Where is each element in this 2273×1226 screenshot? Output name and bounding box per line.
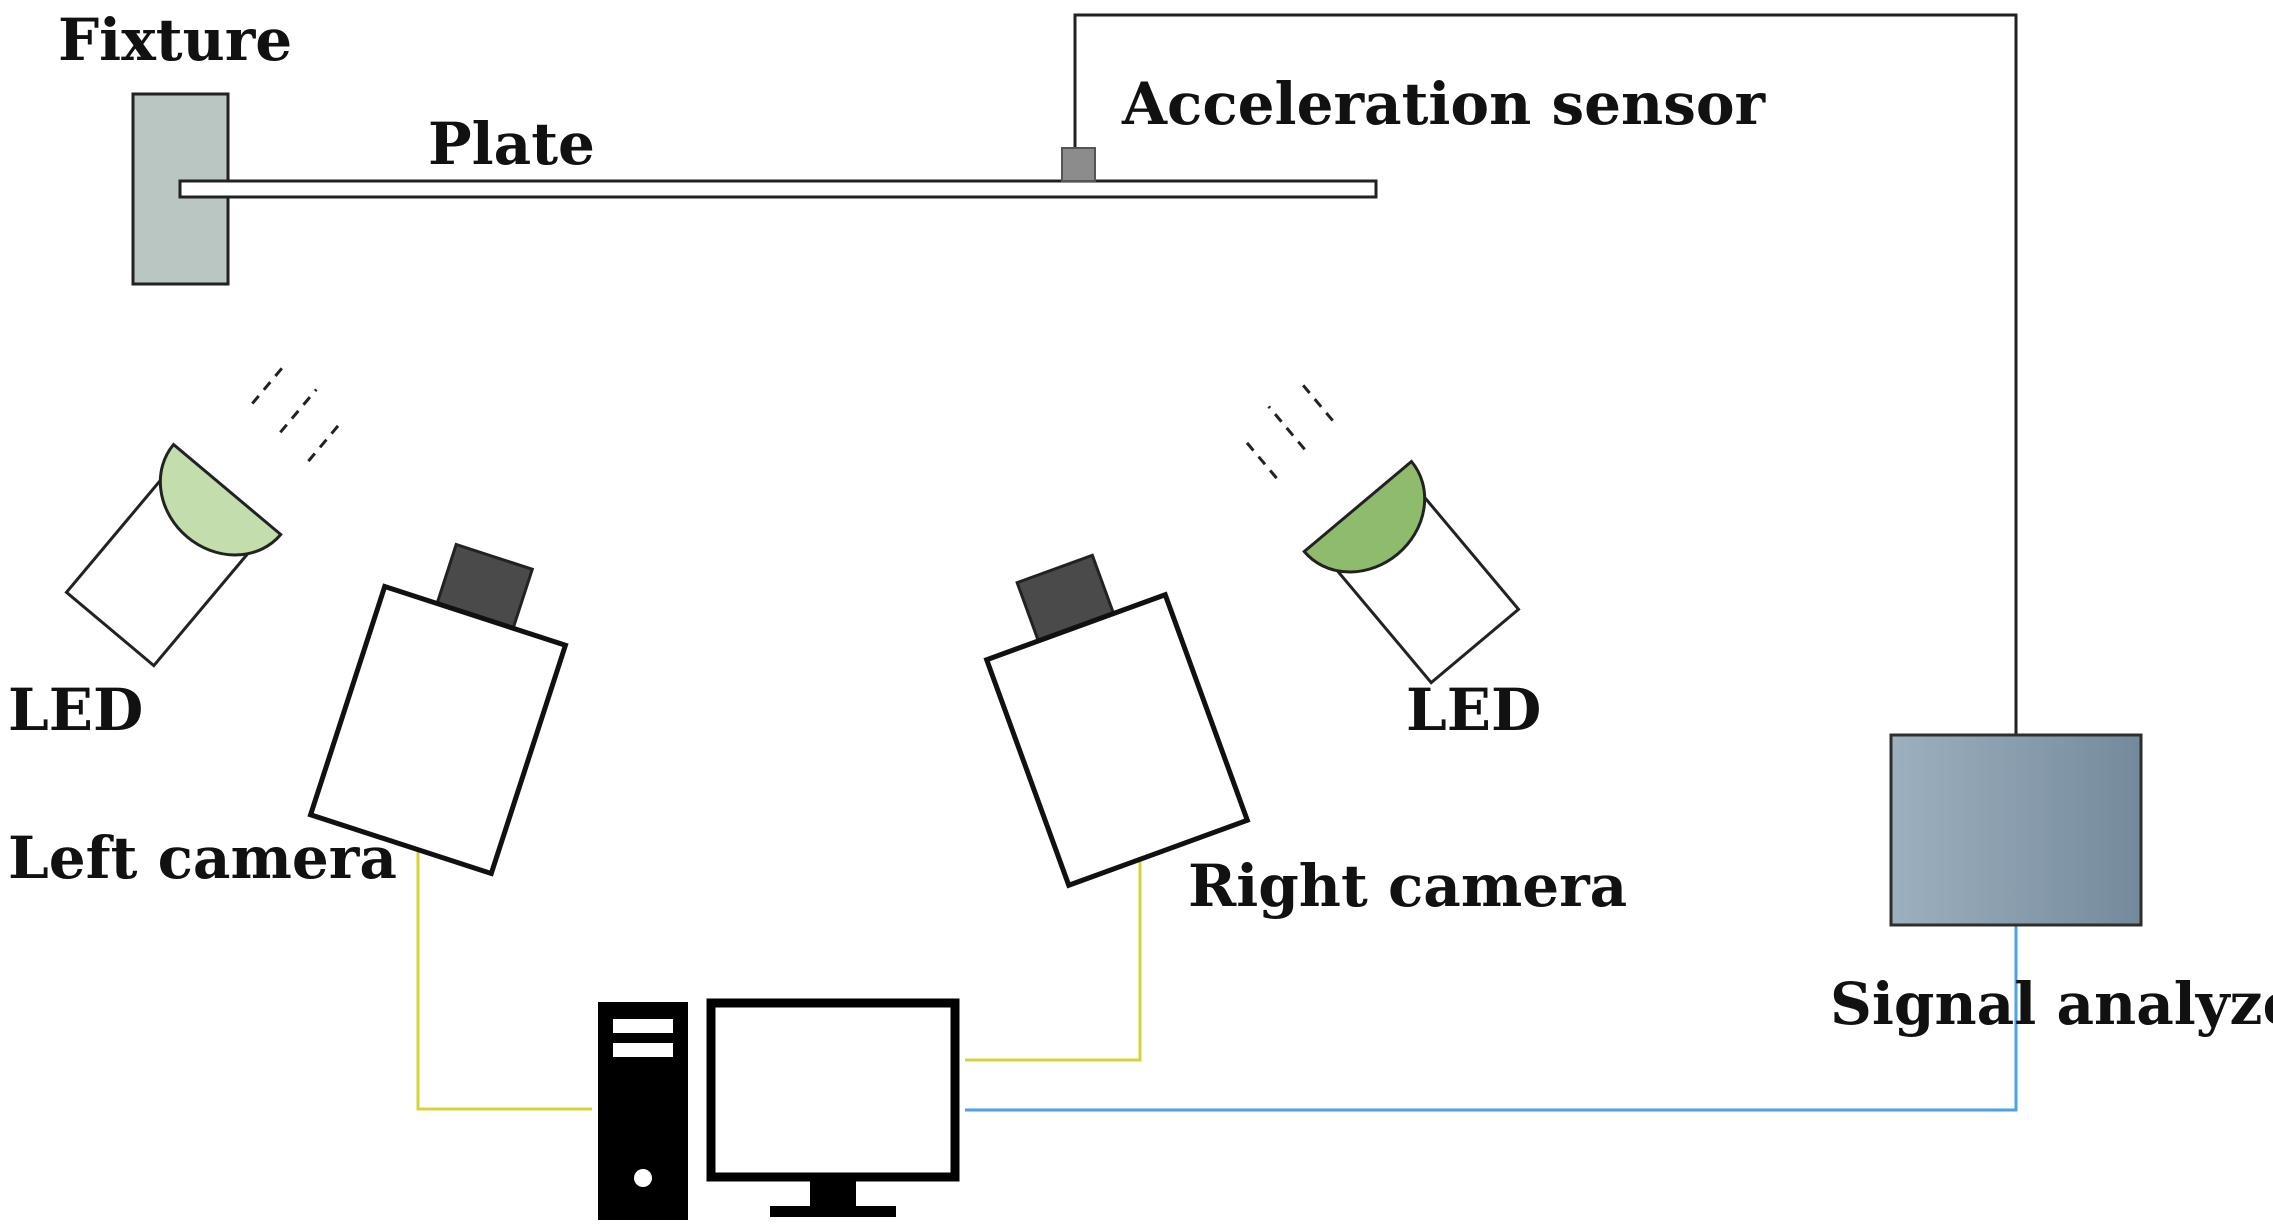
sensor-wire [1073,13,2018,735]
right-camera-label: Right camera [1188,852,1627,920]
desktop-computer-icon [598,998,960,1220]
signal-analyzer [1889,733,2143,927]
plate-label: Plate [428,110,595,178]
led-left-label: LED [8,676,143,744]
signal-analyzer-label: Signal analyzer [1830,970,2273,1038]
led-right-label: LED [1406,676,1541,744]
acceleration-sensor [1061,147,1096,182]
led-lamp-icon [1240,378,1521,685]
left-camera-cable [416,843,592,1111]
analyzer-cable [965,925,2018,1112]
computer-tower [598,1002,688,1220]
acceleration-sensor-label: Acceleration sensor [1121,70,1767,138]
right-camera-cable [965,843,1142,1062]
plate [178,179,1378,199]
fixture-label: Fixture [58,6,292,74]
camera-icon [983,553,1251,889]
led-lamp-icon [64,361,345,668]
left-camera-label: Left camera [8,824,397,892]
computer-monitor [706,998,960,1182]
camera-icon [307,542,569,877]
